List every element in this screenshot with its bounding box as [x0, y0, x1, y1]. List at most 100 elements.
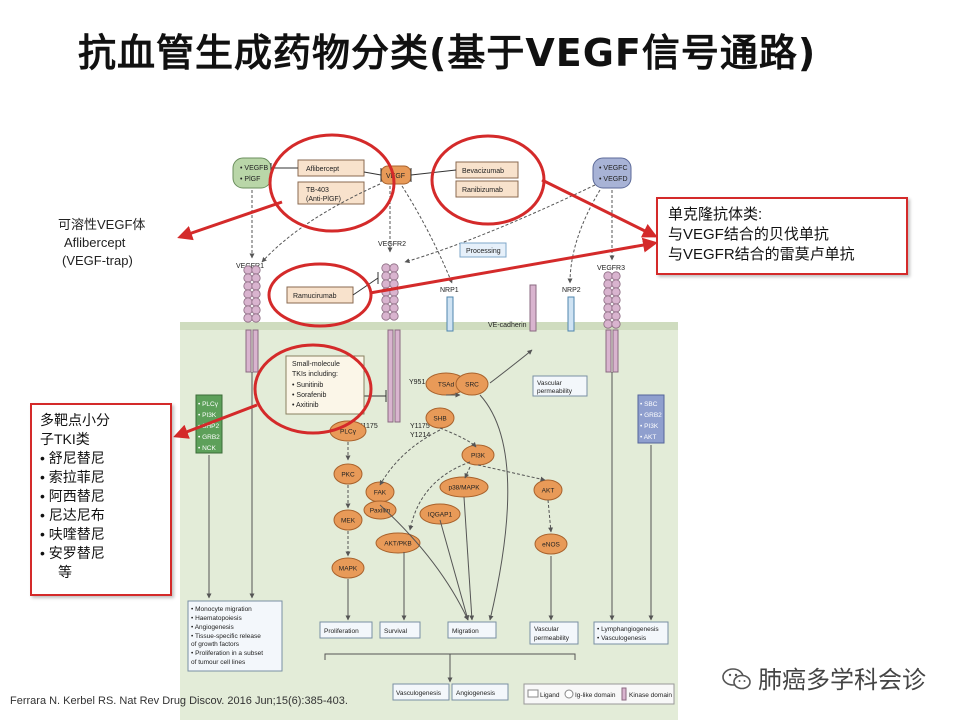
- ig-domain-bead: [389, 311, 399, 321]
- tki-drug-item: • 索拉菲尼: [40, 469, 105, 485]
- ig-domain-bead: [611, 271, 621, 281]
- ig-domain-bead: [389, 263, 399, 273]
- vegfr1-outcome-1: • Monocyte migration: [191, 606, 252, 613]
- ig-domain-bead: [243, 289, 253, 299]
- tki-header-1: 多靶点小分: [40, 412, 110, 428]
- svg-text:Vascular: Vascular: [537, 380, 563, 387]
- wechat-icon: [722, 668, 751, 690]
- soluble-line-1: 可溶性VEGF体: [58, 217, 146, 232]
- node-mek: MEK: [333, 509, 363, 531]
- pathway-arrows: [206, 349, 654, 621]
- ig-domain-bead: [611, 319, 621, 329]
- node-p38-label: p38/MAPK: [448, 485, 480, 492]
- svg-text:• Sunitinib: • Sunitinib: [292, 382, 323, 389]
- neuropilins: [446, 296, 575, 332]
- node-src-label: SRC: [465, 382, 479, 389]
- citation: Ferrara N. Kerbel RS. Nat Rev Drug Disco…: [10, 695, 348, 707]
- ligand-vegfb: • VEGFB: [240, 165, 268, 172]
- svg-text:• NCK: • NCK: [198, 445, 216, 452]
- node-aktpkb: AKT/PKB: [375, 532, 421, 554]
- svg-text:• SBC: • SBC: [640, 401, 658, 408]
- svg-text:• Sorafenib: • Sorafenib: [292, 392, 326, 399]
- ig-domain-bead: [243, 305, 253, 315]
- node-pi3k: PI3K: [461, 444, 495, 466]
- node-aktpkb-label: AKT/PKB: [384, 541, 411, 548]
- legend-kinase: Kinase domain: [629, 692, 672, 699]
- ig-domain-bead: [381, 271, 391, 281]
- soluble-vegf-note: 可溶性VEGF体 Aflibercept (VEGF-trap): [58, 216, 145, 270]
- ig-domain-bead: [611, 303, 621, 313]
- highlight-tki: [253, 343, 373, 435]
- tki-drug-item: • 舒尼替尼: [40, 450, 105, 466]
- node-mapk-label: MAPK: [339, 566, 358, 573]
- node-enos: eNOS: [534, 533, 568, 555]
- ligand-vegf-label: VEGF: [386, 173, 405, 180]
- outcome-proliferation: Proliferation: [324, 628, 359, 635]
- ig-domain-bead: [603, 271, 613, 281]
- ig-domain-bead: [603, 295, 613, 305]
- tki-footer: 等: [58, 564, 72, 580]
- ig-domain-bead: [603, 311, 613, 321]
- highlight-aflibercept: [268, 133, 396, 233]
- outcome-labels: • Monocyte migration • Haematopoiesis • …: [191, 606, 659, 697]
- svg-text:TKIs including:: TKIs including:: [292, 371, 338, 378]
- receptor-kinase-domains: [245, 284, 619, 423]
- node-shb-label: SHB: [433, 416, 446, 423]
- node-mapk: MAPK: [331, 557, 365, 579]
- ig-domain-bead: [389, 271, 399, 281]
- cell-membrane: [180, 322, 678, 330]
- ig-domain-bead: [381, 303, 391, 313]
- node-enos-label: eNOS: [542, 542, 560, 549]
- tki-drug-item: • 呋喹替尼: [40, 526, 105, 542]
- ig-domain-bead: [381, 295, 391, 305]
- node-tsad-label: TSAd: [438, 382, 455, 389]
- svg-text:Bevacizumab: Bevacizumab: [462, 168, 504, 175]
- node-pkc: PKC: [333, 463, 363, 485]
- svg-text:• GRB2: • GRB2: [640, 412, 662, 419]
- svg-text:• PLCγ: • PLCγ: [198, 401, 219, 408]
- ig-domain-bead: [243, 265, 253, 275]
- tki-drug-item: • 尼达尼布: [40, 507, 105, 523]
- node-fak-label: FAK: [374, 490, 387, 497]
- outcome-survival: Survival: [384, 628, 408, 635]
- svg-text:• SHP2: • SHP2: [198, 423, 219, 430]
- svg-text:Processing: Processing: [466, 248, 501, 255]
- drug-ranibizumab: Ranibizumab: [455, 180, 519, 198]
- watermark: 肺癌多学科会诊: [722, 660, 926, 695]
- ligand-vegfc: • VEGFC: [599, 165, 628, 172]
- legend: Ligand Ig-like domain Kinase domain: [523, 683, 675, 705]
- receptor-ig-domains: [243, 263, 621, 329]
- legend-ig: Ig-like domain: [575, 692, 616, 699]
- ligand-plgf: • PlGF: [240, 176, 260, 183]
- node-paxillin: Paxillin: [363, 500, 397, 520]
- tki-drug-item: • 安罗替尼: [40, 545, 105, 561]
- ig-domain-bead: [389, 303, 399, 313]
- drug-aflibercept: Aflibercept: [297, 159, 365, 177]
- ig-domain-bead: [251, 289, 261, 299]
- svg-text:Small-molecule: Small-molecule: [292, 361, 340, 368]
- ig-domain-bead: [611, 295, 621, 305]
- ig-domain-bead: [251, 305, 261, 315]
- outcome-migration: Migration: [452, 628, 479, 635]
- ig-domain-bead: [611, 287, 621, 297]
- vegfr1-outcome-7: of tumour cell lines: [191, 659, 246, 666]
- ig-domain-bead: [603, 287, 613, 297]
- svg-text:• Axitinib: • Axitinib: [292, 402, 319, 409]
- receptor-vegfr2-label: VEGFR2: [378, 241, 406, 248]
- vegfr3-adaptors: • SBC • GRB2 • PI3K • AKT: [637, 394, 665, 444]
- svg-text:Ranibizumab: Ranibizumab: [462, 187, 503, 194]
- ig-domain-bead: [389, 295, 399, 305]
- monoclonal-antibody-box: 单克隆抗体类: 与VEGF结合的贝伐单抗 与VEGFR结合的雷莫卢单抗: [656, 197, 908, 275]
- svg-text:permeability: permeability: [537, 388, 573, 395]
- node-iqgap1: IQGAP1: [419, 503, 461, 525]
- ig-domain-bead: [251, 297, 261, 307]
- antibody-line-3: 与VEGFR结合的雷莫卢单抗: [668, 246, 855, 263]
- outcome-lymph-1: • Lymphangiogenesis: [597, 626, 659, 633]
- final-angiogenesis: Angiogenesis: [456, 690, 496, 697]
- final-vasculogenesis: Vasculogenesis: [396, 690, 442, 697]
- ig-domain-bead: [611, 279, 621, 289]
- antibody-line-2: 与VEGF结合的贝伐单抗: [668, 226, 829, 243]
- drug-ramucirumab: Ramucirumab: [286, 286, 354, 304]
- tki-box: Small-molecule TKIs including: • Sunitin…: [285, 355, 365, 415]
- svg-text:• PI3K: • PI3K: [198, 412, 217, 419]
